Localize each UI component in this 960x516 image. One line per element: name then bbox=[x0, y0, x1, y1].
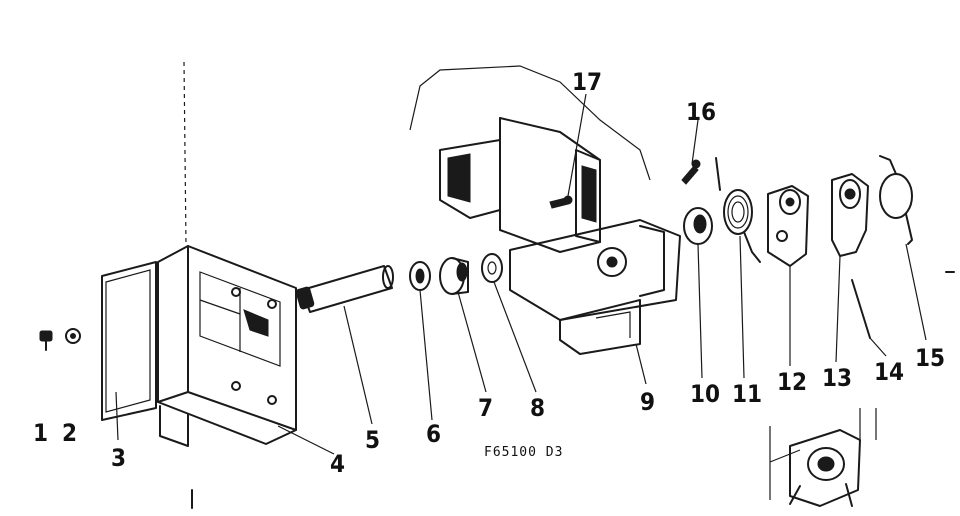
part-8-washer bbox=[481, 253, 503, 283]
part-10-bearing bbox=[683, 207, 713, 245]
part-17-screw bbox=[549, 195, 573, 209]
leader-lines bbox=[115, 93, 927, 455]
callout-8: 8 bbox=[530, 394, 545, 422]
callout-12: 12 bbox=[777, 368, 807, 396]
callout-labels: 1 2 3 4 5 6 7 8 9 10 11 12 13 14 15 16 1… bbox=[33, 68, 945, 478]
drawing-code: F65100 D3 bbox=[484, 445, 563, 460]
part-13-lever-plate bbox=[831, 173, 869, 257]
callout-11: 11 bbox=[732, 380, 762, 408]
part-7-bushing bbox=[439, 257, 469, 295]
assembly-detail-inset bbox=[769, 408, 877, 507]
callout-5: 5 bbox=[365, 426, 380, 454]
part-12-cam-plate bbox=[767, 185, 809, 267]
callout-6: 6 bbox=[426, 420, 441, 448]
part-5-shaft bbox=[295, 265, 394, 313]
part-16-screw bbox=[681, 159, 701, 185]
part-1-screw bbox=[39, 330, 53, 351]
callout-1: 1 bbox=[33, 419, 48, 447]
part-15-spring-clip bbox=[879, 155, 913, 245]
callout-16: 16 bbox=[686, 98, 716, 126]
callout-3: 3 bbox=[111, 444, 126, 472]
part-11-coil-spring bbox=[715, 157, 761, 263]
part-4-bracket-housing bbox=[157, 61, 297, 447]
callout-2: 2 bbox=[62, 419, 77, 447]
part-6-ring bbox=[409, 261, 431, 291]
callout-4: 4 bbox=[330, 450, 345, 478]
callout-17: 17 bbox=[572, 68, 602, 96]
callout-9: 9 bbox=[640, 388, 655, 416]
part-14-pin bbox=[851, 279, 871, 339]
part-3-cover-plate bbox=[101, 261, 157, 421]
part-2-washer bbox=[65, 328, 81, 344]
part-9-mounting-bracket bbox=[409, 65, 681, 355]
callout-10: 10 bbox=[690, 380, 720, 408]
callout-13: 13 bbox=[822, 364, 852, 392]
callout-7: 7 bbox=[478, 394, 493, 422]
callout-15: 15 bbox=[915, 344, 945, 372]
callout-14: 14 bbox=[874, 358, 904, 386]
